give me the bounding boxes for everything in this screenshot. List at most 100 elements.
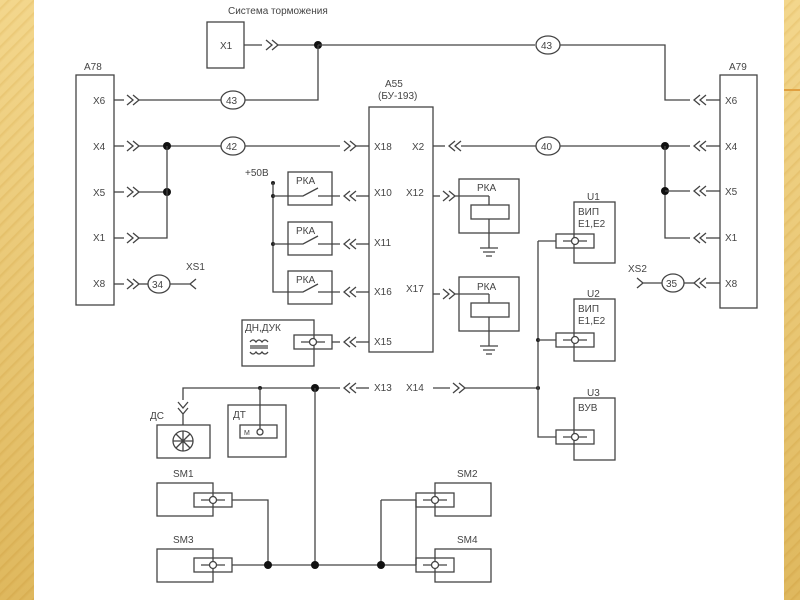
motor-sm1: SM1 bbox=[156, 469, 233, 517]
connector-chevron-icon bbox=[693, 140, 707, 152]
sensor-ds-label: ДС bbox=[150, 411, 164, 422]
a78-pin-x5: X5 bbox=[93, 188, 106, 199]
connector-chevron-icon bbox=[343, 238, 357, 250]
connector-chevron-icon bbox=[126, 94, 140, 106]
slide-right-decoration bbox=[784, 0, 800, 600]
junction-dot bbox=[377, 561, 385, 569]
braking-system-connector: X1 bbox=[206, 21, 245, 69]
svg-text:E1,E2: E1,E2 bbox=[578, 316, 606, 327]
svg-text:43: 43 bbox=[541, 41, 553, 52]
a78-label: A78 bbox=[84, 62, 102, 73]
braking-connector-label: X1 bbox=[220, 41, 233, 52]
a55-pin-x15: X15 bbox=[374, 337, 392, 348]
wire-number-35: 35 bbox=[661, 273, 685, 293]
a55-pin-x14: X14 bbox=[406, 383, 424, 394]
relay-contact-2: РКА bbox=[273, 221, 340, 256]
a78-pin-x1: X1 bbox=[93, 233, 106, 244]
a55-label: A55 bbox=[385, 79, 403, 90]
svg-text:35: 35 bbox=[666, 279, 678, 290]
socket-xs1-label: XS1 bbox=[186, 262, 205, 273]
a55-pin-x18: X18 bbox=[374, 142, 392, 153]
motor-sm2: SM2 bbox=[415, 469, 492, 517]
svg-text:ВУВ: ВУВ bbox=[578, 403, 598, 414]
svg-text:SM4: SM4 bbox=[457, 535, 478, 546]
a79-pin-x4: X4 bbox=[725, 142, 738, 153]
sensor-dt-m-label: М bbox=[244, 430, 250, 437]
a79-pin-x5: X5 bbox=[725, 187, 738, 198]
connector-chevron-icon bbox=[126, 186, 140, 198]
svg-text:U3: U3 bbox=[587, 388, 600, 399]
svg-text:РКА: РКА bbox=[477, 183, 496, 194]
wire-number-40: 40 bbox=[535, 136, 561, 156]
svg-text:ВИП: ВИП bbox=[578, 304, 599, 315]
wire-number-34: 34 bbox=[147, 274, 171, 294]
block-a55: A55 (БУ-193) X18 X10 X11 X16 X15 X13 X2 … bbox=[368, 79, 434, 394]
block-a79: A79 X6 X4 X5 X1 X8 bbox=[719, 62, 758, 309]
relay-coil-1: РКА bbox=[458, 178, 520, 257]
slide-accent-line bbox=[784, 89, 800, 91]
a55-pin-x2: X2 bbox=[412, 142, 425, 153]
junction-dot bbox=[264, 561, 272, 569]
connector-chevron-icon bbox=[343, 336, 357, 348]
svg-text:43: 43 bbox=[226, 96, 238, 107]
a79-pin-x6: X6 bbox=[725, 96, 738, 107]
unit-u3: U3 ВУВ bbox=[555, 388, 616, 461]
a79-label: A79 bbox=[729, 62, 747, 73]
sensor-ds bbox=[156, 424, 211, 459]
wire-number-43: 43 bbox=[220, 90, 246, 110]
connector-chevron-icon bbox=[126, 232, 140, 244]
connector-chevron-icon bbox=[448, 140, 462, 152]
a55-pin-x16: X16 bbox=[374, 287, 392, 298]
motor-sm4: SM4 bbox=[415, 535, 492, 583]
svg-text:34: 34 bbox=[152, 280, 164, 291]
svg-text:РКА: РКА bbox=[296, 275, 315, 286]
a55-pin-x11: X11 bbox=[374, 238, 391, 249]
a78-pin-x6: X6 bbox=[93, 96, 106, 107]
svg-text:РКА: РКА bbox=[477, 282, 496, 293]
motor-sm3: SM3 bbox=[156, 535, 233, 583]
connector-chevron-icon bbox=[442, 288, 456, 300]
connector-chevron-icon bbox=[693, 94, 707, 106]
relay-contact-1: РКА bbox=[273, 171, 340, 206]
connector-chevron-icon bbox=[126, 140, 140, 152]
connector-chevron-icon bbox=[126, 278, 140, 290]
relay-contact-3: РКА bbox=[287, 270, 340, 305]
connector-chevron-icon bbox=[343, 140, 357, 152]
braking-system-title: Система торможения bbox=[228, 6, 328, 17]
unit-u2: U2 ВИП E1,E2 bbox=[555, 289, 616, 362]
svg-text:U2: U2 bbox=[587, 289, 600, 300]
sensor-dn-duk: ДН,ДУК bbox=[241, 319, 333, 367]
connector-chevron-icon bbox=[452, 382, 466, 394]
connector-chevron-icon bbox=[693, 232, 707, 244]
sensor-dt: ДТ М bbox=[227, 404, 287, 458]
slide-left-decoration bbox=[0, 0, 34, 600]
connector-chevron-icon bbox=[343, 286, 357, 298]
svg-text:ДН,ДУК: ДН,ДУК bbox=[245, 323, 281, 334]
svg-text:E1,E2: E1,E2 bbox=[578, 219, 606, 230]
a55-sublabel: (БУ-193) bbox=[378, 91, 417, 102]
connector-chevron-icon bbox=[442, 190, 456, 202]
svg-text:SM3: SM3 bbox=[173, 535, 194, 546]
connector-chevron-icon bbox=[265, 39, 279, 51]
relay-coil-2: РКА bbox=[458, 276, 520, 355]
connector-chevron-icon bbox=[343, 382, 357, 394]
svg-text:42: 42 bbox=[226, 142, 238, 153]
a78-pin-x4: X4 bbox=[93, 142, 106, 153]
a79-pin-x1: X1 bbox=[725, 233, 738, 244]
connector-chevron-icon bbox=[693, 185, 707, 197]
svg-text:SM2: SM2 bbox=[457, 469, 478, 480]
block-a78: A78 X6 X4 X5 X1 X8 bbox=[75, 62, 115, 306]
a55-pin-x12: X12 bbox=[406, 188, 424, 199]
svg-text:ВИП: ВИП bbox=[578, 207, 599, 218]
unit-u1: U1 ВИП E1,E2 bbox=[555, 192, 616, 264]
a55-pin-x17: X17 bbox=[406, 284, 424, 295]
a55-pin-x10: X10 bbox=[374, 188, 392, 199]
a79-pin-x8: X8 bbox=[725, 279, 738, 290]
wire-number-top: 43 bbox=[535, 35, 561, 55]
connector-chevron-icon bbox=[343, 190, 357, 202]
a78-pin-x8: X8 bbox=[93, 279, 106, 290]
socket-xs2-label: XS2 bbox=[628, 264, 647, 275]
svg-text:U1: U1 bbox=[587, 192, 600, 203]
svg-text:ДТ: ДТ bbox=[233, 410, 246, 421]
